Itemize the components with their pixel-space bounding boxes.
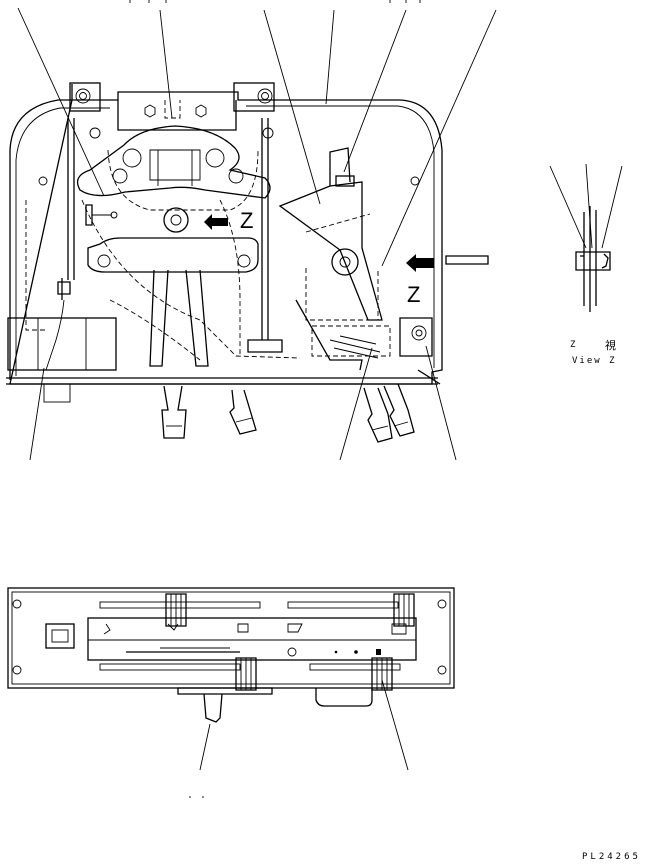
view-z-detail — [549, 163, 623, 312]
top-index-marks — [129, 0, 421, 3]
view-z-kanji: 視 — [605, 339, 618, 352]
heater-assembly-top-view — [6, 82, 489, 443]
arrow-label-left: Z — [240, 208, 254, 233]
view-z-letter: Z — [570, 340, 578, 350]
control-panel — [7, 587, 455, 798]
arrow-label-right: Z — [407, 282, 421, 307]
drawing-number: PL24265 — [582, 852, 641, 862]
leader-lines-top — [17, 7, 497, 461]
view-z-caption: View Z — [572, 356, 617, 366]
